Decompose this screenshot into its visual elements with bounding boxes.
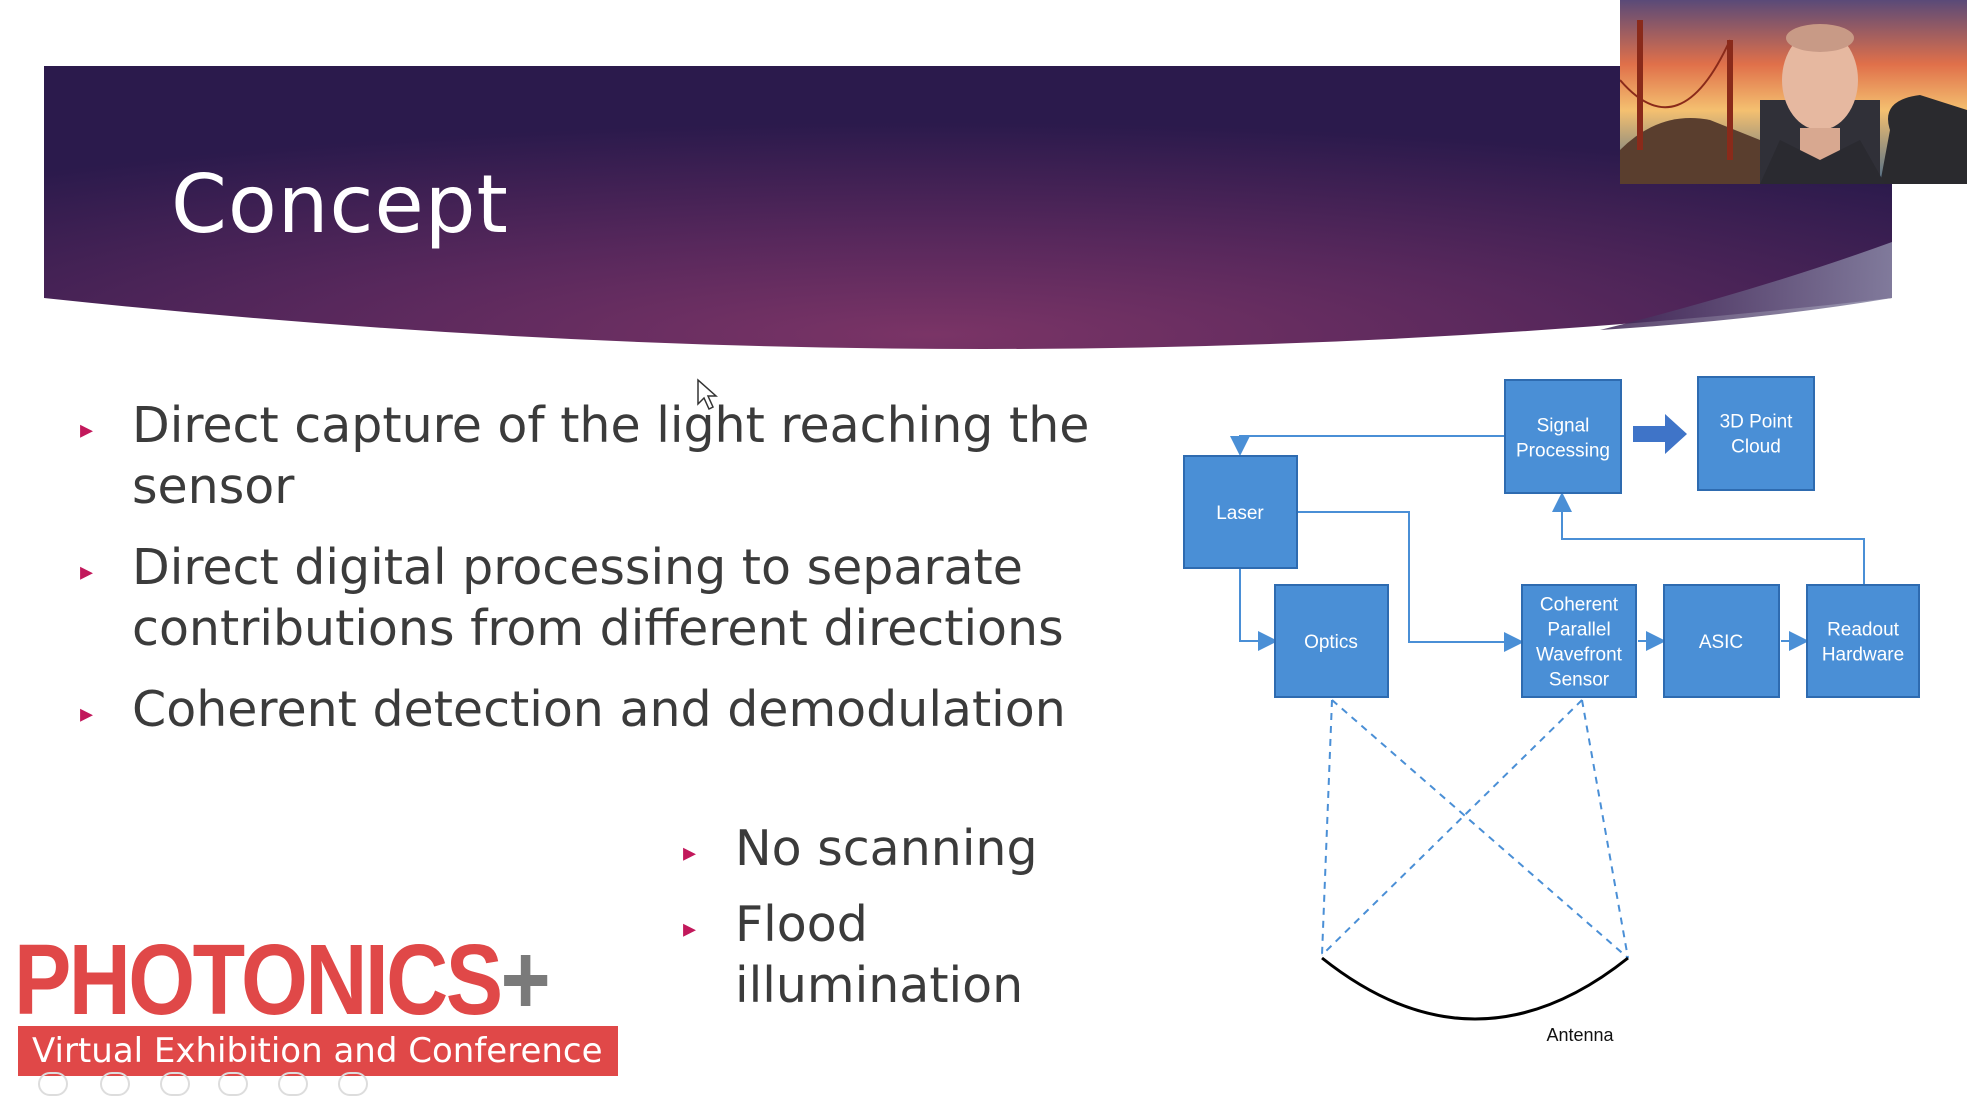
block-asic: ASIC: [1663, 584, 1780, 698]
bullet-arrow-icon: ▸: [683, 838, 697, 868]
block-label-line: 3D Point: [1720, 412, 1794, 433]
bullet-item: ▸ Direct digital processing to separate …: [80, 537, 1080, 659]
block-label-line: Cloud: [1731, 437, 1781, 458]
svg-text:ASIC: ASIC: [1699, 632, 1743, 653]
bullet-text: Direct digital processing to separate co…: [132, 539, 1064, 657]
main-bullet-list: ▸ Direct capture of the light reaching t…: [80, 395, 1089, 760]
block-label-line: Readout: [1827, 620, 1900, 641]
svg-text:Laser: Laser: [1216, 503, 1264, 524]
bullet-arrow-icon: ▸: [683, 914, 697, 944]
title-banner: [44, 66, 1892, 349]
block-label-line: Signal: [1537, 416, 1590, 437]
bullet-item: ▸ Direct capture of the light reaching t…: [80, 395, 1089, 517]
logo-name: PHOTONICS: [14, 924, 503, 1036]
logo-wordmark: PHOTONICS+: [14, 930, 551, 1030]
secondary-bullet-list: ▸ No scanning ▸ Flood illumination: [683, 818, 1103, 1031]
block-label-line: Wavefront: [1536, 645, 1623, 666]
logo-tagline: Virtual Exhibition and Conference: [18, 1026, 618, 1076]
block-label-line: Processing: [1516, 441, 1610, 462]
bullet-arrow-icon: ▸: [80, 415, 94, 445]
bullet-arrow-icon: ▸: [80, 557, 94, 587]
bullet-text: Coherent detection and demodulation: [132, 681, 1066, 738]
block-label-line: Sensor: [1549, 670, 1610, 691]
slide-title: Concept: [171, 158, 509, 251]
beam-lines: [1321, 699, 1629, 959]
block-label-line: Coherent: [1540, 595, 1619, 616]
block-label-line: Laser: [1216, 503, 1264, 524]
block-label-line: Hardware: [1822, 645, 1904, 666]
bullet-text: Flood illumination: [735, 896, 1024, 1014]
presenter-webcam: [1620, 0, 1967, 184]
bullet-text: Direct capture of the light reaching the…: [132, 397, 1090, 515]
block-label-line: Optics: [1304, 632, 1358, 653]
photonics-logo: PHOTONICS+ Virtual Exhibition and Confer…: [14, 930, 619, 1076]
bullet-text: No scanning: [735, 820, 1038, 877]
block-label-line: Parallel: [1547, 620, 1610, 641]
bullet-arrow-icon: ▸: [80, 699, 94, 729]
antenna-label: Antenna: [1546, 1025, 1614, 1045]
logo-plus: +: [500, 924, 550, 1036]
mouse-cursor-icon: [697, 378, 718, 411]
output-arrow-icon: [1633, 414, 1687, 454]
bullet-item: ▸ No scanning: [683, 818, 1103, 879]
connector-lines: [1230, 435, 1865, 652]
bullet-item: ▸ Coherent detection and demodulation: [80, 679, 1080, 740]
svg-text:Optics: Optics: [1304, 632, 1358, 653]
block-optics: Optics: [1274, 584, 1389, 698]
block-label-line: ASIC: [1699, 632, 1743, 653]
block-laser: Laser: [1183, 455, 1298, 569]
antenna-arc: [1321, 956, 1629, 1021]
bullet-item: ▸ Flood illumination: [683, 894, 1103, 1016]
